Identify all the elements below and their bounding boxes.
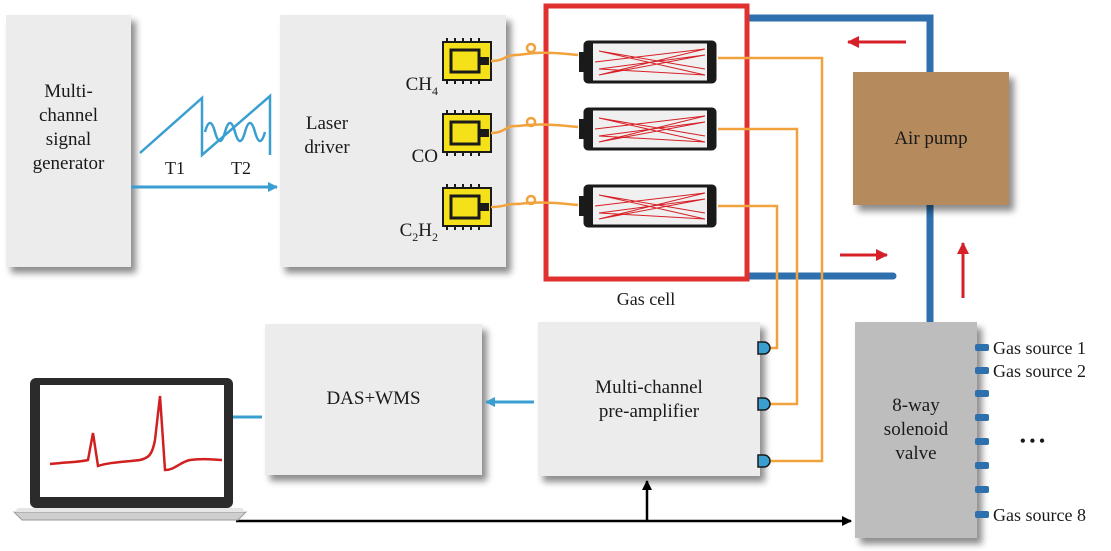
laser-c2h2-sub2: 2 — [432, 229, 438, 244]
detector-ports — [757, 341, 771, 468]
flow-arrows — [840, 36, 969, 298]
laser-c2h2-c: C — [399, 220, 413, 241]
laser-label-ch4: CH4 — [378, 49, 438, 103]
input-fibers — [490, 42, 579, 209]
laptop-icon — [12, 378, 248, 521]
valve-box — [855, 322, 977, 538]
laser-ch4-sub: 4 — [432, 83, 438, 98]
laser-label-c2h2: C2H2 — [370, 195, 438, 249]
air-pump-label: Air pump — [894, 128, 968, 149]
valve-label: 8-way solenoid valve — [883, 395, 949, 464]
signal-generator-label: Multi- channel signal generator — [32, 81, 105, 174]
das-wms-box — [265, 324, 482, 475]
signal-generator-box — [6, 15, 131, 267]
gas-source-ports — [975, 344, 989, 518]
laser-label-co: CO — [378, 121, 438, 169]
spectrum-trace — [49, 395, 223, 472]
laser-ch4-base: CH — [405, 74, 432, 95]
gas-source-1-label: Gas source 1 — [993, 338, 1086, 358]
modulation-waveform — [139, 93, 272, 158]
laser-co-base: CO — [411, 146, 438, 167]
air-pump-box — [853, 72, 1009, 205]
laser-c2h2-sub1: 2 — [412, 229, 419, 244]
output-fibers — [718, 56, 824, 463]
gas-cell-tubes — [579, 40, 717, 228]
preamp-box — [538, 322, 760, 476]
laser-c2h2-h: H — [418, 220, 432, 241]
gas-source-ellipsis: • • • — [1020, 433, 1045, 450]
gas-cell-label: Gas cell — [616, 289, 676, 309]
gas-source-8-label: Gas source 8 — [993, 505, 1086, 525]
gas-source-2-label: Gas source 2 — [993, 361, 1086, 381]
t2-label: T2 — [231, 158, 251, 178]
das-wms-label: DAS+WMS — [326, 388, 421, 409]
t1-label: T1 — [165, 158, 185, 178]
laser-driver-label: Laser driver — [304, 113, 350, 158]
laser-packages — [442, 38, 492, 230]
gas-cell-frame — [543, 3, 750, 282]
control-lines — [236, 480, 852, 526]
preamp-label: Multi-channel pre-amplifier — [595, 377, 703, 422]
